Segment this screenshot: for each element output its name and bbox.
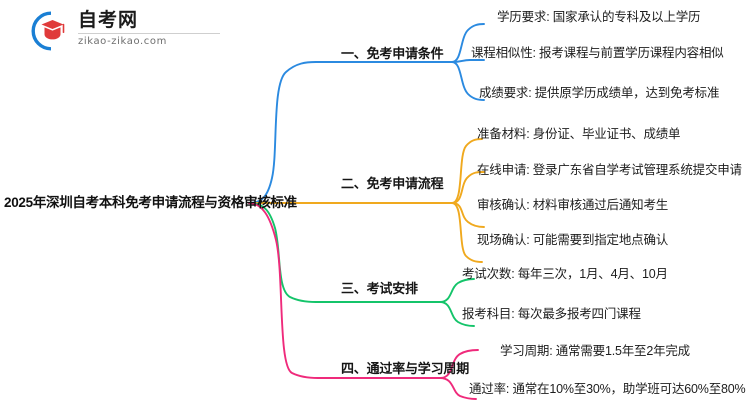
leaf-label-1-2[interactable]: 课程相似性: 报考课程与前置学历课程内容相似	[471, 46, 724, 60]
root-node-label[interactable]: 2025年深圳自考本科免考申请流程与资格审核标准	[4, 195, 297, 210]
leaf-label-2-2[interactable]: 在线申请: 登录广东省自学考试管理系统提交申请	[477, 163, 742, 177]
leaf-label-1-1[interactable]: 学历要求: 国家承认的专科及以上学历	[497, 10, 701, 24]
branch-label-2[interactable]: 二、免考申请流程	[341, 176, 444, 191]
branch-label-1[interactable]: 一、免考申请条件	[341, 46, 444, 61]
leaf-label-4-1[interactable]: 学习周期: 通常需要1.5年至2年完成	[500, 344, 690, 358]
leaf-label-3-1[interactable]: 考试次数: 每年三次，1月、4月、10月	[462, 267, 668, 281]
leaf-label-2-1[interactable]: 准备材料: 身份证、毕业证书、成绩单	[477, 127, 681, 141]
logo-name-cn: 自考网	[78, 10, 139, 31]
connector-branch-1-child-2	[451, 59, 485, 63]
connector-branch-3-child-1	[439, 278, 475, 303]
branch-label-3[interactable]: 三、考试安排	[341, 281, 418, 296]
leaf-label-1-3[interactable]: 成绩要求: 提供原学历成绩单，达到免考标准	[479, 86, 720, 100]
leaf-label-2-4[interactable]: 现场确认: 可能需要到指定地点确认	[477, 233, 669, 247]
logo-divider	[78, 33, 220, 34]
logo-name-en: zikao-zikao.com	[78, 36, 167, 47]
connector-root-branch-3	[248, 202, 317, 303]
connector-root-branch-1	[248, 61, 317, 204]
leaf-label-2-3[interactable]: 审核确认: 材料审核通过后通知考生	[477, 198, 669, 212]
leaf-label-3-2[interactable]: 报考科目: 每次最多报考四门课程	[462, 307, 641, 321]
graduation-cap-icon	[31, 11, 65, 51]
connector-root-branch-4	[248, 202, 319, 379]
branch-label-4[interactable]: 四、通过率与学习周期	[341, 361, 470, 376]
site-logo: 自考网 zikao-zikao.com	[30, 8, 230, 54]
logo-text: 自考网 zikao-zikao.com	[78, 10, 228, 48]
leaf-label-4-2[interactable]: 通过率: 通常在10%至30%，助学班可达60%至80%	[469, 382, 746, 396]
